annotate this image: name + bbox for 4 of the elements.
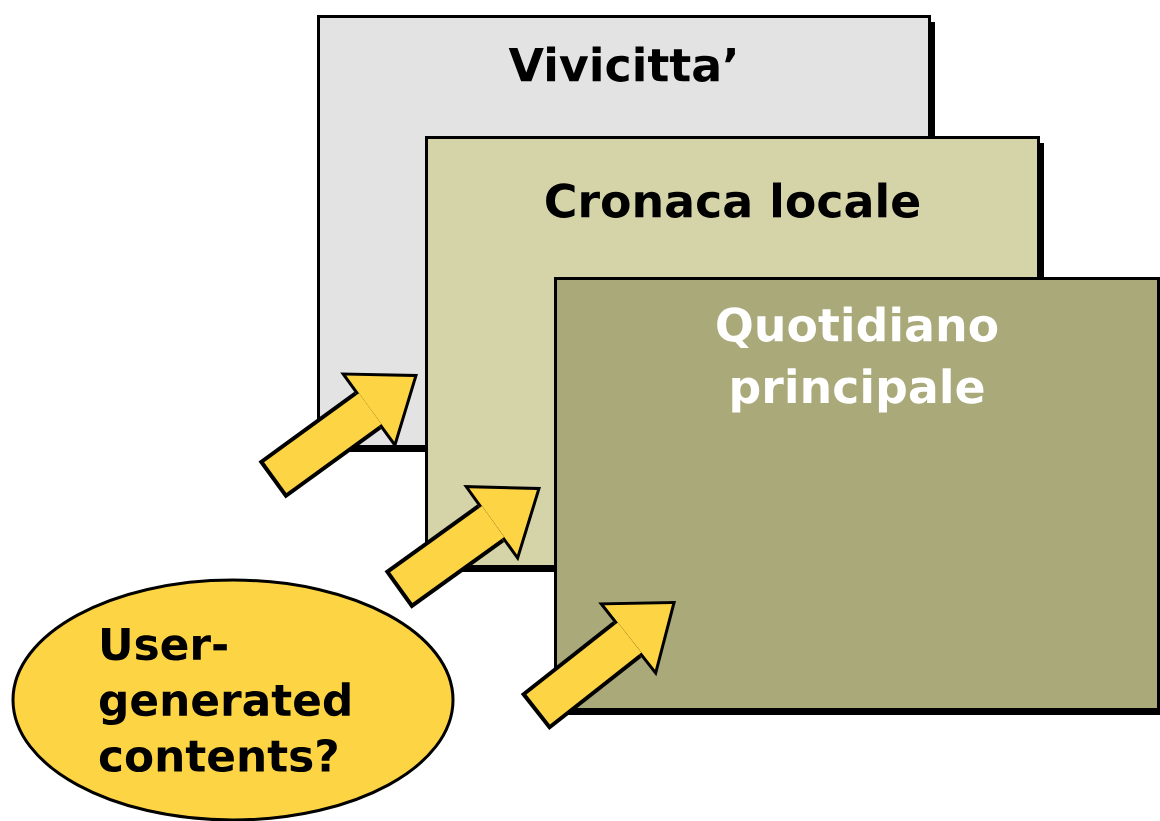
panel-box: Quotidiano principale: [554, 277, 1160, 715]
block-arrow: [520, 601, 676, 731]
block-arrow: [384, 485, 541, 609]
block-arrow: [258, 372, 418, 499]
